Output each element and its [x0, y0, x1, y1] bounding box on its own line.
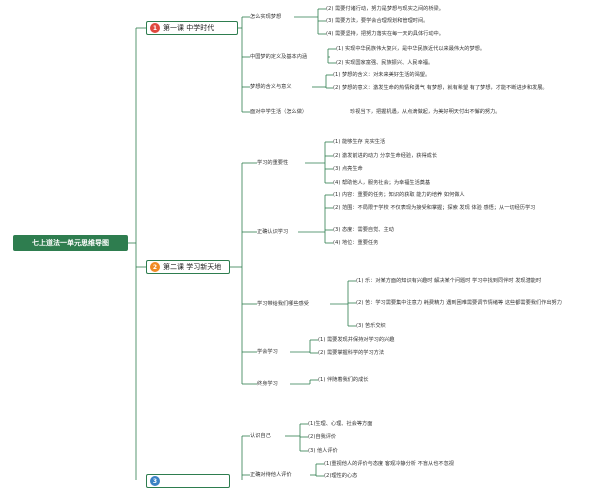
- know-yourself-item: (1)生理、心理、社会等方面: [308, 421, 373, 427]
- learning-feeling-item: (2) 苦：学习需要集中注意力 耗费精力 遇到困难需要调节情绪等 这些都需要我们…: [356, 300, 562, 306]
- correct-understanding-item: (2) 范围：不局限于学校 不仅表现为接受和掌握；探索 发现 体验 感悟；从一切…: [333, 205, 536, 211]
- learn-to-learn-item: (1) 需要发现并保持对学习的兴趣: [318, 337, 395, 343]
- learning-feeling-item: (1) 乐：对某方面的知识有兴趣时 解决某个问题时 学习中找到同伴时 发现潜能时: [356, 278, 542, 284]
- topic-china-dream[interactable]: 中国梦的定义及基本内涵: [250, 54, 308, 60]
- topic-face-school-life[interactable]: 面对中学生活（怎么做）: [250, 109, 308, 115]
- topic-learning-importance[interactable]: 学习的重要性: [257, 160, 289, 166]
- chapter-2-node[interactable]: 2 第二课 学习新天地: [146, 260, 230, 274]
- importance-item: (1) 能够生存 充实生活: [333, 139, 386, 145]
- correct-understanding-item: (3) 态度：需要自觉、主动: [333, 227, 394, 233]
- others-evaluation-item: (1)重视他人的评价与态度 客观冷静分析 不盲从也不忽视: [324, 461, 454, 467]
- topic-dream-meaning[interactable]: 梦想的含义与意义: [250, 84, 292, 90]
- dream-item: (4) 需要坚持，把努力落实在每一天的具体行动中。: [326, 31, 444, 37]
- chapter-2-label: 第二课 学习新天地: [163, 263, 222, 271]
- dream-item: (2) 需要付诸行动，努力是梦想与现实之间的桥梁。: [326, 6, 444, 12]
- chapter-2-number-badge: 2: [150, 262, 160, 272]
- dream-item: (3) 需要方法，要学会合理规划和管理时间。: [326, 18, 429, 24]
- dream-meaning-item: (1) 梦想的含义：对未来美好生活的渴望。: [333, 72, 431, 78]
- importance-item: (4) 帮助他人，服务社会；为幸福生活奠基: [333, 180, 431, 186]
- dream-meaning-item: (2) 梦想的意义：激发生命的热情和勇气 有梦想，就有希望 有了梦想，才能不断进…: [333, 85, 548, 91]
- others-evaluation-item: (2)理性的心态: [324, 473, 358, 479]
- topic-others-evaluation[interactable]: 正确对待他人评价: [250, 472, 292, 478]
- importance-item: (3) 点亮生命: [333, 166, 363, 172]
- topic-realize-dream[interactable]: 怎么实现梦想: [250, 14, 282, 20]
- china-dream-item: (1) 实现中华民族伟大复兴，是中华民族近代以来最伟大的梦想。: [336, 46, 486, 52]
- lifelong-learning-item: (1) 伴随着我们的成长: [318, 377, 369, 383]
- chapter-3-number-badge: 3: [150, 476, 160, 486]
- importance-item: (2) 激发前进的动力 分享生命经验，获得成长: [333, 153, 438, 159]
- topic-correct-understanding[interactable]: 正确认识学习: [257, 229, 289, 235]
- chapter-1-label: 第一课 中学时代: [163, 24, 215, 32]
- correct-understanding-item: (4) 地位：重要任务: [333, 240, 379, 246]
- know-yourself-item: (2)自我评价: [308, 434, 337, 440]
- learning-feeling-item: (3) 苦乐交织: [356, 323, 386, 329]
- topic-learn-to-learn[interactable]: 学会学习: [257, 349, 278, 355]
- learn-to-learn-item: (2) 需要掌握科学的学习方法: [318, 350, 385, 356]
- chapter-3-node[interactable]: 3: [146, 474, 230, 488]
- chapter-1-number-badge: 1: [150, 23, 160, 33]
- china-dream-item: (2) 实现国家富强、民族振兴、人民幸福。: [336, 60, 434, 66]
- root-node[interactable]: 七上道法一单元思维导图: [13, 235, 128, 251]
- know-yourself-item: (3) 他人评价: [308, 448, 338, 454]
- correct-understanding-item: (1) 内容：重要的任务；知识的获取 能力的培养 如何做人: [333, 192, 465, 198]
- topic-know-yourself[interactable]: 认识自己: [250, 433, 271, 439]
- chapter-1-node[interactable]: 1 第一课 中学时代: [146, 21, 238, 35]
- face-school-life-item: 珍视当下，把握机遇，从点滴做起，为美好明天付出不懈的努力。: [350, 109, 501, 115]
- topic-learning-feelings[interactable]: 学习带给我们哪些感受: [257, 301, 309, 307]
- topic-lifelong-learning[interactable]: 终身学习: [257, 381, 278, 387]
